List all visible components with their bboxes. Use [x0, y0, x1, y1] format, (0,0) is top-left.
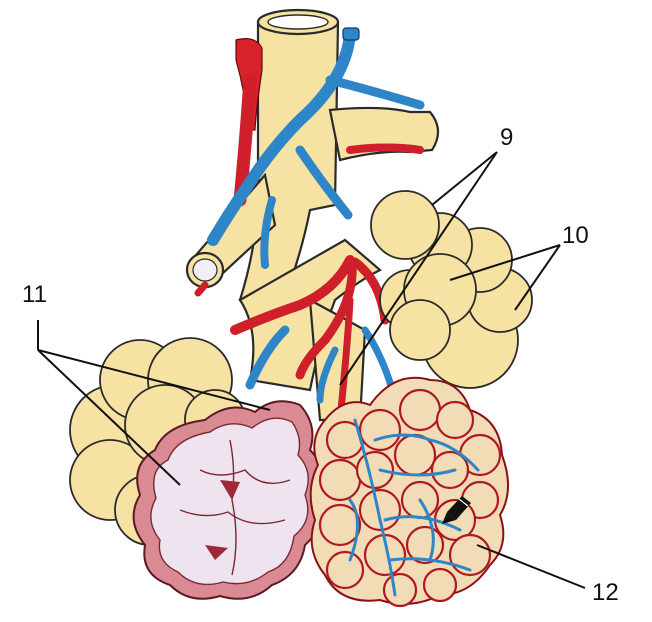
pencil-cursor-icon: [442, 496, 471, 524]
capillary-network: [309, 376, 510, 608]
label-9: 9: [500, 124, 513, 151]
pulmonary-vein: [207, 27, 425, 404]
label-11: 11: [22, 281, 47, 308]
alveolar-sac-section: [132, 400, 324, 600]
label-10: 10: [562, 222, 589, 249]
alveolar-sac-right: [370, 190, 533, 389]
label-12: 12: [592, 579, 619, 606]
leader-lines: [37, 151, 586, 589]
